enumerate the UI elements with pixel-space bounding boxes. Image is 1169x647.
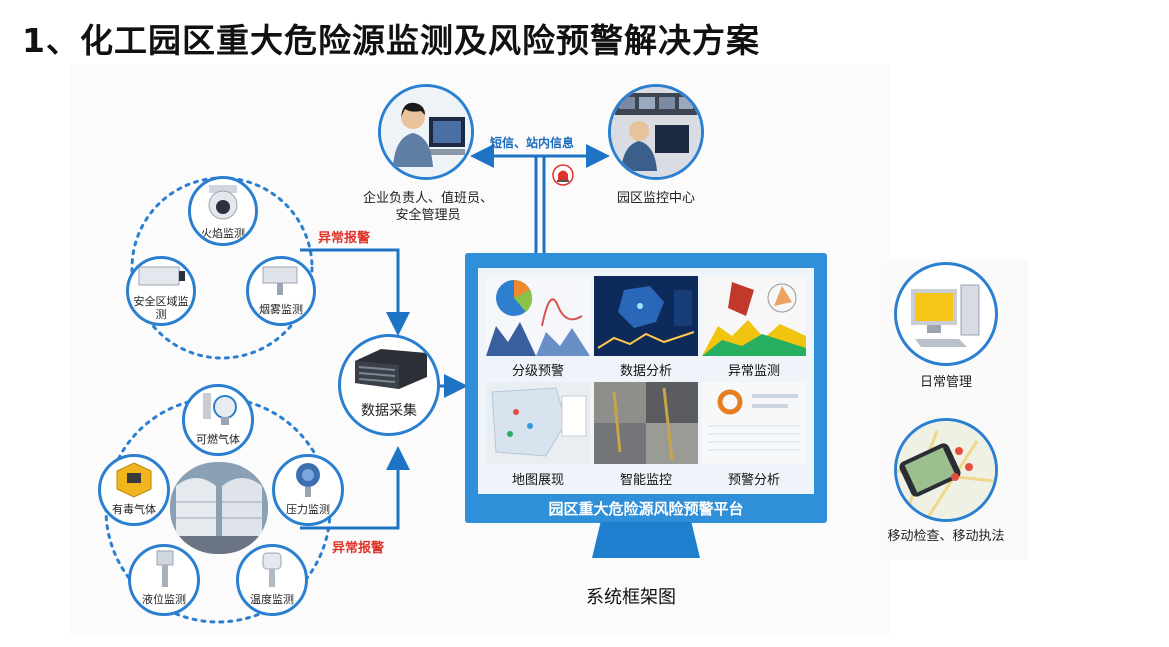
siren-icon [552,164,574,186]
page-title: 1、化工园区重大危险源监测及风险预警解决方案 [22,21,760,60]
module-label-analysis: 数据分析 [619,364,672,379]
box-camera-icon [138,266,185,286]
module-label-map: 地图展现 [511,473,564,488]
module-tile-anomaly [702,276,806,356]
diagram-caption: 系统框架图 [586,587,676,608]
module-tile-grading [486,276,590,356]
smoke-camera-icon [262,266,298,295]
pressure-transmitter-icon [296,463,320,497]
mobile-inspection-label: 移动检查、移动执法 [887,529,1005,544]
desktop-computer-icon [894,262,998,366]
flame-sensor-node: 火焰监测 [188,176,258,246]
smoke-sensor-label: 烟雾监测 [259,303,303,316]
platform-name: 园区重大危险源风险预警平台 [548,500,744,518]
temperature-sensor-icon [262,552,282,587]
pressure-label: 压力监测 [286,503,330,516]
safe-zone-sensor-node: 安全区域监测 [126,256,196,326]
monitor-center-icon [608,84,704,180]
combustible-gas-node: 可燃气体 [182,384,254,456]
temperature-label: 温度监测 [250,593,294,606]
module-tile-analysis [594,276,698,356]
storage-tanks-image [170,462,268,554]
alarm-label-upper: 异常报警 [318,231,371,246]
dome-camera-icon [208,185,238,220]
safe-zone-sensor-label: 安全区域监测 [133,295,189,321]
toxic-detector-icon [116,462,152,498]
smoke-sensor-node: 烟雾监测 [246,256,316,326]
combustible-gas-label: 可燃气体 [196,433,240,446]
monitor-center-label: 园区监控中心 [616,191,695,206]
flame-sensor-label: 火焰监测 [201,227,245,240]
module-label-video: 智能监控 [619,473,672,488]
data-collector-label: 数据采集 [361,403,417,419]
level-node: 液位监测 [128,544,200,616]
level-sensor-icon [156,550,174,587]
module-tile-video [594,382,698,464]
module-tile-forecast [702,382,806,464]
mobile-phone-icon [894,418,998,522]
toxic-gas-node: 有毒气体 [98,454,170,526]
module-tile-map [486,382,590,464]
server-icon [355,349,427,389]
module-label-grading: 分级预警 [511,364,564,379]
staff-workstation-icon [378,84,474,180]
pressure-node: 压力监测 [272,454,344,526]
toxic-gas-label: 有毒气体 [112,503,156,516]
daily-management-label: 日常管理 [919,375,972,390]
data-collector-node: 数据采集 [338,334,440,436]
gas-detector-icon [203,393,237,425]
alarm-label-lower: 异常报警 [332,541,385,556]
level-label: 液位监测 [142,593,186,606]
staff-label: 企业负责人、值班员、安全管理员 [362,191,493,223]
temperature-node: 温度监测 [236,544,308,616]
module-label-forecast: 预警分析 [727,473,780,488]
message-label: 短信、站内信息 [490,136,575,150]
monitor-stand [592,522,700,558]
module-label-anomaly: 异常监测 [727,364,780,379]
